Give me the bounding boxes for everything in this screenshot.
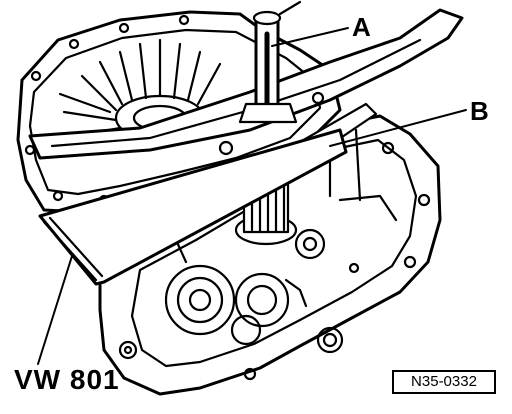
callout-label-tool: VW 801 (14, 364, 120, 395)
callout-label-b: B (470, 96, 489, 126)
reference-code-box: N35-0332 (392, 370, 496, 394)
leader-lines (37, 27, 467, 365)
lower-gears (164, 228, 326, 346)
tool-vw-801 (38, 128, 348, 286)
callout-label-a: A (352, 12, 371, 42)
drift-tool-a (238, 0, 302, 124)
